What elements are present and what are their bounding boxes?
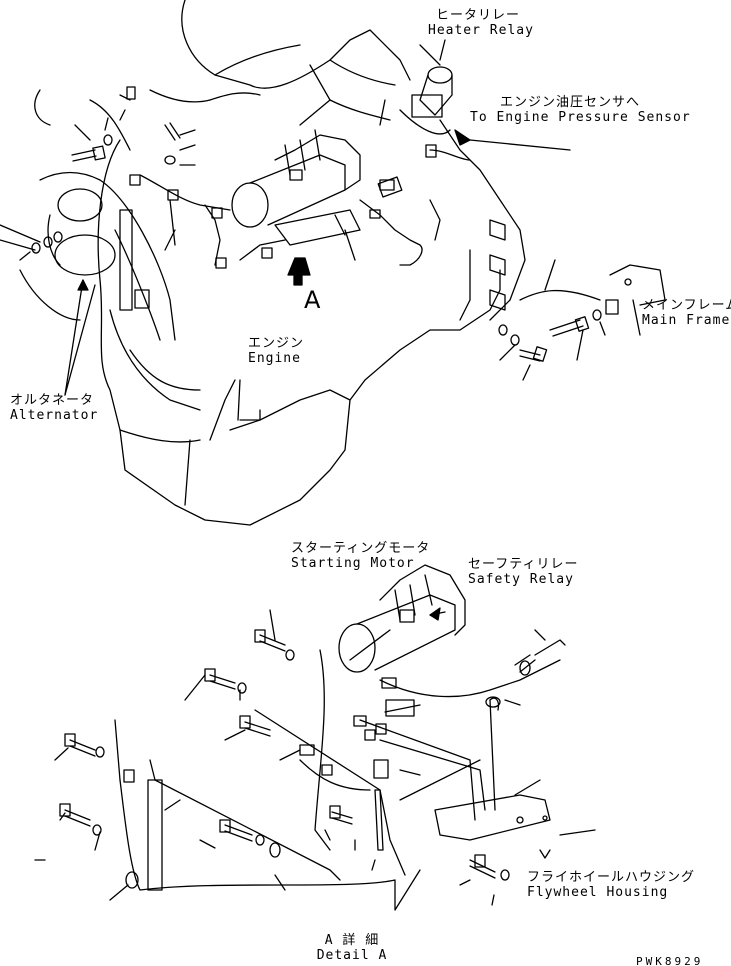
heater-relay-en: Heater Relay bbox=[428, 23, 534, 38]
starting-motor-jp: スターティングモータ bbox=[291, 541, 431, 556]
flywheel-housing-jp: フライホイールハウジング bbox=[527, 870, 696, 885]
main-frame-label: メインフレーム Main Frame bbox=[642, 298, 731, 328]
main-frame-en: Main Frame bbox=[642, 313, 731, 328]
alternator-en: Alternator bbox=[10, 408, 99, 423]
engine-block bbox=[0, 0, 666, 526]
detail-a-jp: A 詳 細 bbox=[324, 933, 380, 948]
heater-relay-label: ヒータリレー Heater Relay bbox=[428, 8, 534, 38]
engine-pressure-sensor-label: エンジン油圧センサへ To Engine Pressure Sensor bbox=[470, 95, 691, 125]
alternator-label: オルタネータ Alternator bbox=[10, 393, 98, 423]
heater-relay-jp: ヒータリレー bbox=[435, 8, 520, 23]
engine-en: Engine bbox=[248, 351, 301, 366]
safety-relay-en: Safety Relay bbox=[468, 572, 574, 587]
safety-relay-jp: セーフティリレー bbox=[468, 557, 579, 572]
starting-motor-label: スターティングモータ Starting Motor bbox=[291, 541, 430, 571]
engine-jp: エンジン bbox=[248, 336, 305, 351]
detail-a-drawing bbox=[34, 564, 596, 911]
flywheel-housing-label: フライホイールハウジング Flywheel Housing bbox=[527, 870, 695, 900]
alternator-jp: オルタネータ bbox=[10, 393, 95, 408]
starting-motor-en: Starting Motor bbox=[291, 556, 415, 571]
main-frame-jp: メインフレーム bbox=[642, 298, 731, 313]
flywheel-housing-en: Flywheel Housing bbox=[527, 885, 669, 900]
engine-label: エンジン Engine bbox=[248, 336, 304, 366]
view-marker-a: A bbox=[304, 286, 321, 314]
engine-pressure-sensor-jp: エンジン油圧センサへ bbox=[500, 95, 641, 110]
detail-a-label: A 詳 細 Detail A bbox=[312, 933, 392, 963]
engine-pressure-sensor-en: To Engine Pressure Sensor bbox=[470, 110, 691, 125]
drawing-code: PWK8929 bbox=[636, 955, 704, 966]
detail-a-en: Detail A bbox=[316, 948, 388, 963]
safety-relay-label: セーフティリレー Safety Relay bbox=[468, 557, 578, 587]
